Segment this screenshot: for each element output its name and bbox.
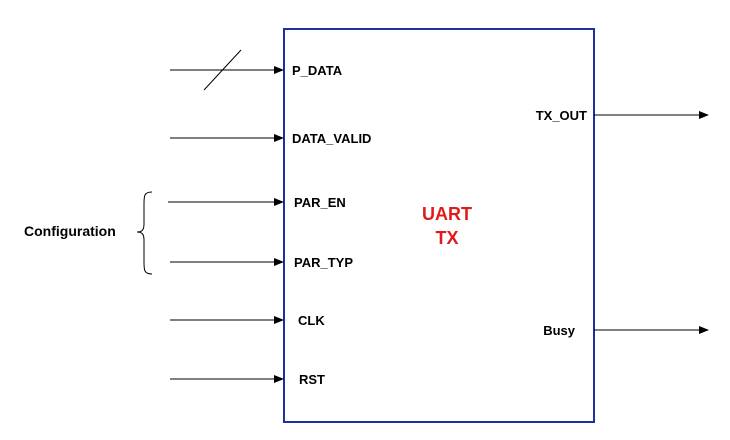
bus-slash <box>203 49 242 91</box>
port-label-data-valid: DATA_VALID <box>292 131 371 146</box>
group-label-configuration: Configuration <box>24 223 116 239</box>
port-label-tx-out: TX_OUT <box>536 108 587 123</box>
uart-tx-block <box>283 28 595 423</box>
port-label-par-en: PAR_EN <box>294 195 346 210</box>
block-title-line1: UART <box>422 204 472 224</box>
port-label-p-data: P_DATA <box>292 63 343 78</box>
port-label-rst: RST <box>299 372 325 387</box>
configuration-brace <box>136 191 153 275</box>
port-label-busy: Busy <box>543 323 576 338</box>
block-title-line2: TX <box>435 228 458 248</box>
port-label-clk: CLK <box>298 313 325 328</box>
input-arrow-p-data <box>170 49 284 91</box>
port-label-par-typ: PAR_TYP <box>294 255 353 270</box>
